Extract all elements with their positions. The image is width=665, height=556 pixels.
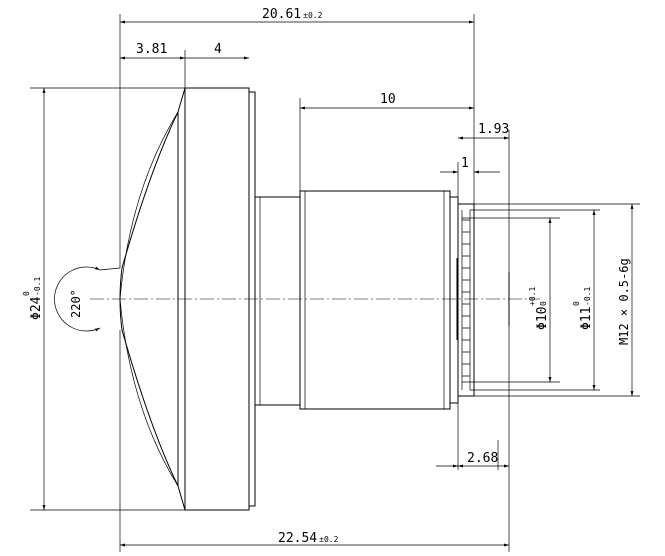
dimension-lines	[42, 20, 634, 547]
svg-text:Φ24: Φ24	[29, 296, 44, 320]
svg-text:0: 0	[22, 291, 31, 296]
bottom-length-label: 22.54±0.2	[278, 531, 339, 546]
step-1-label: 1	[461, 156, 469, 171]
thread-label: M12 × 0.5-6g	[617, 258, 631, 345]
step-193-label: 1.93	[478, 122, 509, 137]
svg-text:Φ10: Φ10	[535, 307, 550, 330]
svg-text:+0.1: +0.1	[528, 287, 537, 306]
svg-text:-0.1: -0.1	[33, 277, 42, 296]
dome-depth-label: 3.81	[136, 42, 167, 57]
svg-text:Φ11: Φ11	[579, 307, 594, 330]
svg-text:-0.1: -0.1	[583, 287, 592, 306]
svg-text:0: 0	[539, 301, 548, 306]
inner-diameter-11-label: Φ11 0 -0.1	[572, 287, 594, 330]
svg-text:0: 0	[572, 301, 581, 306]
step-268-label: 2.68	[467, 451, 498, 466]
extension-lines	[30, 14, 640, 552]
dimension-texts: 20.61±0.2 3.81 4 10 1.93 1 2.68 22.54±0.…	[22, 7, 631, 546]
overall-length-label: 20.61±0.2	[262, 7, 323, 22]
field-angle-label: 220°	[69, 289, 83, 318]
lens-body	[119, 87, 510, 511]
inner-diameter-10-label: Φ10 +0.1 0	[528, 287, 550, 330]
outer-diameter-label: Φ24 0 -0.1	[22, 277, 44, 320]
flange-width-label: 4	[214, 42, 222, 57]
barrel-length-label: 10	[380, 92, 396, 107]
